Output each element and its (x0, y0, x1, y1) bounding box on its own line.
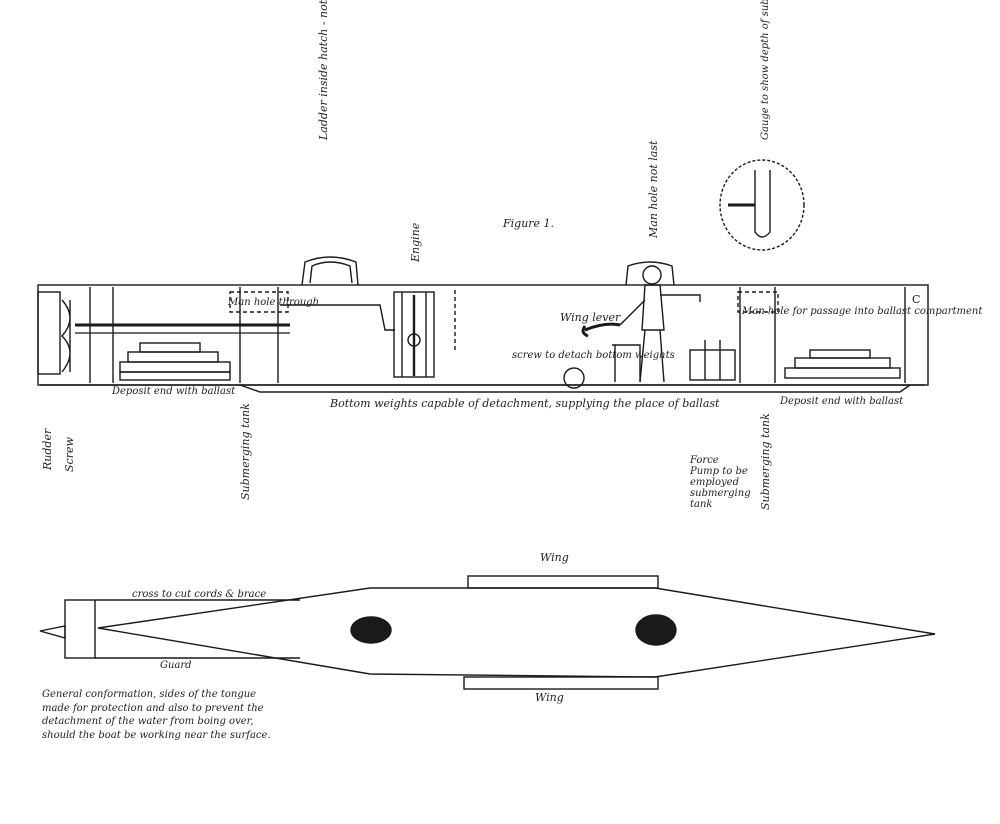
rear-manhole (229, 291, 289, 313)
label-bottom-weights: Bottom weights capable of detachment, su… (330, 397, 720, 410)
gauge-tube (754, 170, 771, 238)
stern-post (37, 291, 61, 375)
rear-hatch (301, 256, 359, 286)
engine-machinery (393, 291, 435, 378)
label-guard: Guard (160, 660, 192, 671)
label-forward-manhole: Man hole for passage into ballast compar… (742, 306, 983, 317)
label-gauge-note: Gauge to show depth of submersion & pres… (760, 0, 771, 140)
label-sub-tank-right: Submerging tank (759, 413, 772, 510)
plan-rudder (39, 625, 66, 639)
screw-propeller (61, 299, 71, 373)
plan-guard (95, 599, 300, 659)
depth-gauge (719, 159, 805, 251)
label-manhole-note: Man hole not last (647, 140, 660, 238)
label-cross-note: cross to cut cords & brace (132, 589, 267, 600)
label-ballast-left: Deposit end with ballast (112, 386, 236, 397)
label-hatch-note: Ladder inside hatch - not last (317, 0, 330, 140)
figure-label: Figure 1. (503, 217, 555, 230)
plan-hatch-forward (635, 614, 677, 646)
rear-hatch-inner (309, 261, 353, 284)
hull-outline (37, 284, 929, 386)
detach-wheel (563, 367, 585, 389)
ballast-right (784, 349, 901, 379)
label-manhole-rear: Man hole through (228, 297, 320, 308)
wing-lever (581, 322, 621, 338)
label-rudder: Rudder (41, 428, 54, 470)
wing-bottom (463, 676, 659, 690)
plan-hatch-rear (350, 616, 392, 644)
crewman-figure (619, 265, 701, 383)
forward-hatch (625, 261, 675, 286)
general-notes: General conformation, sides of the tongu… (42, 689, 271, 741)
label-bow-letter: C (912, 293, 921, 306)
seat (612, 344, 641, 382)
forward-manhole (737, 291, 779, 313)
label-screw: Screw (63, 437, 76, 472)
label-ballast-right: Deposit end with ballast (780, 396, 904, 407)
bottom-weights (239, 384, 911, 393)
ballast-left (119, 342, 231, 381)
label-wing-lever: Wing lever (560, 311, 621, 324)
label-engine: Engine (409, 222, 422, 262)
label-sub-tank-left: Submerging tank (239, 403, 252, 500)
label-wing-top: Wing (540, 551, 569, 564)
label-detach-note: screw to detach bottom weights (512, 350, 675, 361)
plan-stern-box (64, 599, 96, 659)
crank-linkage (280, 304, 395, 331)
label-wing-bottom: Wing (535, 691, 564, 704)
plan-hull (97, 587, 936, 678)
force-pump (689, 340, 736, 381)
wing-top (467, 575, 659, 589)
label-force-pump: Force Pump to be employed submerging tan… (690, 455, 751, 510)
